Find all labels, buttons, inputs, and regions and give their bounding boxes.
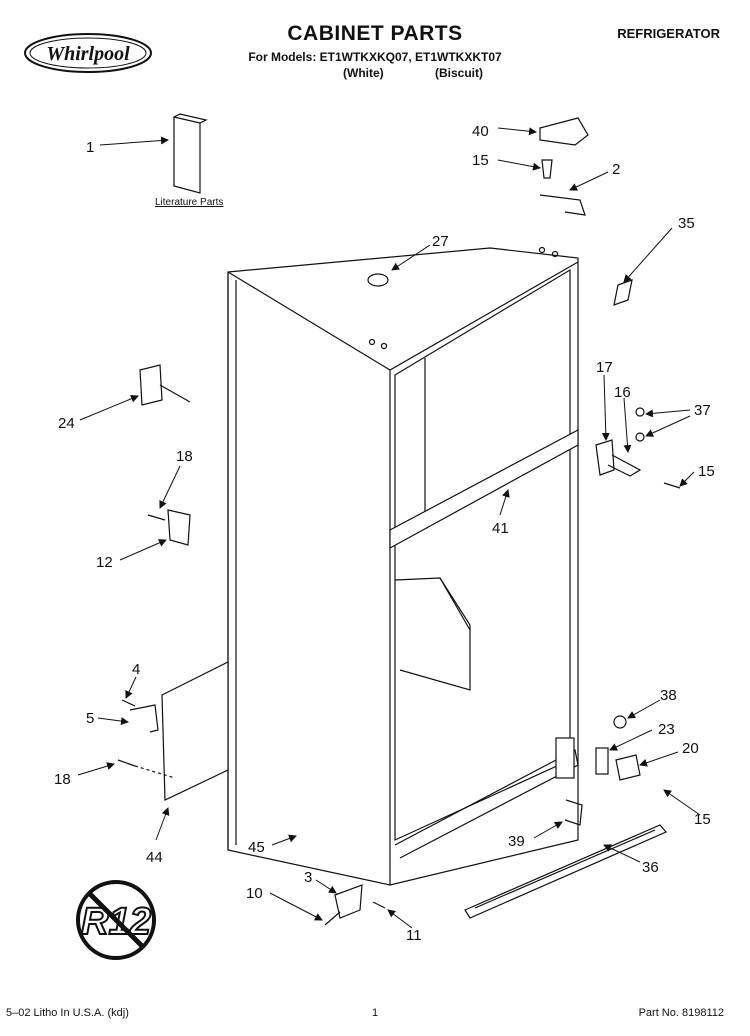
- r12-prohibited-icon: R12: [76, 880, 156, 960]
- callout-18-upper: 18: [176, 448, 193, 465]
- variant-white: (White): [343, 66, 384, 80]
- callout-4: 4: [132, 661, 140, 678]
- svg-text:Whirlpool: Whirlpool: [46, 43, 130, 65]
- callout-3: 3: [304, 869, 312, 886]
- callout-2: 2: [612, 161, 620, 178]
- callout-11: 11: [406, 927, 422, 944]
- callout-40: 40: [472, 123, 489, 140]
- callout-37: 37: [694, 402, 711, 419]
- callout-12: 12: [96, 554, 113, 571]
- callout-35: 35: [678, 215, 695, 232]
- footer-page-number: 1: [372, 1007, 379, 1019]
- whirlpool-logo: Whirlpool: [24, 33, 152, 73]
- callout-18-lower: 18: [54, 771, 71, 788]
- footer-part-number: Part No. 8198112: [638, 1007, 724, 1019]
- callout-27: 27: [432, 233, 449, 250]
- callout-45: 45: [248, 839, 265, 856]
- callout-15-lower: 15: [694, 811, 711, 828]
- callout-10: 10: [246, 885, 263, 902]
- callout-15-right: 15: [698, 463, 715, 480]
- callout-5: 5: [86, 710, 94, 727]
- callout-16: 16: [614, 384, 631, 401]
- callout-39: 39: [508, 833, 525, 850]
- callout-15-top: 15: [472, 152, 489, 169]
- callout-38: 38: [660, 687, 677, 704]
- page-title: CABINET PARTS: [287, 22, 463, 45]
- callout-36: 36: [642, 859, 659, 876]
- callout-1: 1: [86, 139, 94, 156]
- callout-41: 41: [492, 520, 509, 537]
- callout-24: 24: [58, 415, 75, 432]
- footer-litho: 5–02 Litho In U.S.A. (kdj): [6, 1007, 129, 1019]
- callout-23: 23: [658, 721, 675, 738]
- literature-parts-label: Literature Parts: [155, 197, 224, 208]
- variant-biscuit: (Biscuit): [435, 66, 483, 80]
- models-line: For Models: ET1WTKXKQ07, ET1WTKXKT07: [248, 50, 502, 64]
- callout-44: 44: [146, 849, 163, 866]
- callout-17: 17: [596, 359, 613, 376]
- callout-20: 20: [682, 740, 699, 757]
- product-type: REFRIGERATOR: [617, 26, 720, 41]
